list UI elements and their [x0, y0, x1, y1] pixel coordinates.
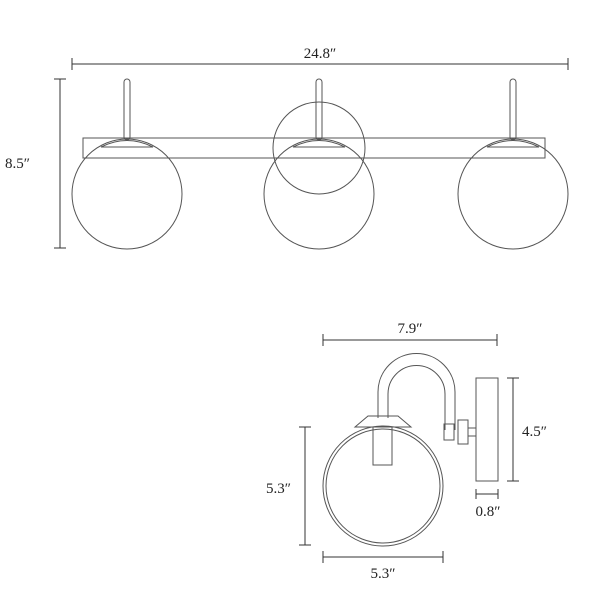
fixture-arms	[123, 78, 517, 141]
stem-3	[509, 78, 517, 141]
stem-1	[123, 78, 131, 141]
stem-2	[315, 78, 323, 141]
globe-cap-3	[486, 140, 540, 148]
backplate	[475, 377, 499, 482]
height-label: 8.5″	[5, 156, 30, 172]
globes	[71, 138, 569, 250]
socket	[372, 426, 393, 466]
globe-width-dimension: 5.3″	[322, 551, 444, 582]
globe-cap-2	[292, 140, 346, 148]
depth-label: 7.9″	[398, 321, 423, 337]
arm-nut	[457, 419, 469, 445]
arm-inner	[387, 365, 446, 430]
side-globe-inner	[325, 428, 441, 544]
front-view: 24.8″ 8.5″	[5, 46, 569, 250]
backplate-depth-dimension: 0.8″	[475, 489, 501, 520]
width-dimension: 24.8″	[71, 46, 569, 70]
width-label: 24.8″	[304, 46, 337, 62]
backplate-depth-label: 0.8″	[476, 504, 501, 520]
backplate-height-label: 4.5″	[522, 424, 547, 440]
globe-height-label: 5.3″	[266, 481, 291, 497]
height-dimension: 8.5″	[5, 78, 66, 249]
globe-width-label: 5.3″	[371, 566, 396, 582]
globe-cap-1	[100, 140, 154, 148]
globe-2	[263, 138, 375, 250]
side-globe	[322, 425, 444, 547]
side-view: 7.9″ 5.3″ 5.3″ 4.5″	[266, 321, 547, 582]
backplate-height-dimension: 4.5″	[507, 377, 547, 482]
globe-height-dimension: 5.3″	[266, 426, 311, 546]
globe-3	[457, 138, 569, 250]
arm-outer	[377, 353, 456, 430]
globe-1	[71, 138, 183, 250]
mounting-bar	[82, 137, 546, 159]
arm-clamp	[443, 423, 455, 441]
arm-threaded-rod	[467, 427, 477, 437]
depth-dimension: 7.9″	[322, 321, 498, 346]
backplate-circle	[272, 101, 366, 195]
globe-cap	[353, 415, 413, 428]
